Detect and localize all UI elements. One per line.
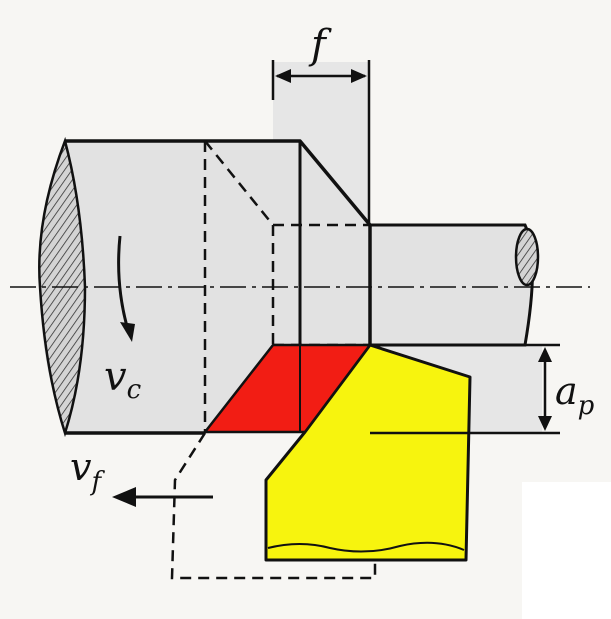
feed-speed-label: vf <box>70 445 105 497</box>
chip-cross-section <box>203 343 372 434</box>
depth-arrow-top <box>538 347 552 362</box>
depth-dimension <box>370 343 560 435</box>
depth-arrow-bottom <box>538 416 552 431</box>
feed-arrow-right <box>351 69 367 83</box>
cutting-speed-arrowhead <box>120 322 135 342</box>
workpiece-top-outline <box>65 139 372 345</box>
cutting-speed-arrow <box>117 235 130 331</box>
feed-arrow-left <box>275 69 291 83</box>
shaft-end-face <box>514 227 540 287</box>
white-panel <box>522 482 611 619</box>
tool-break-line <box>267 541 465 553</box>
feed-speed-arrowhead <box>112 487 136 507</box>
reduced-shaft <box>368 223 534 347</box>
feed-label: f <box>308 22 332 68</box>
feed-dimension <box>271 60 371 225</box>
cutting-speed-label: vc <box>104 354 142 405</box>
depth-label: ap <box>555 369 595 421</box>
